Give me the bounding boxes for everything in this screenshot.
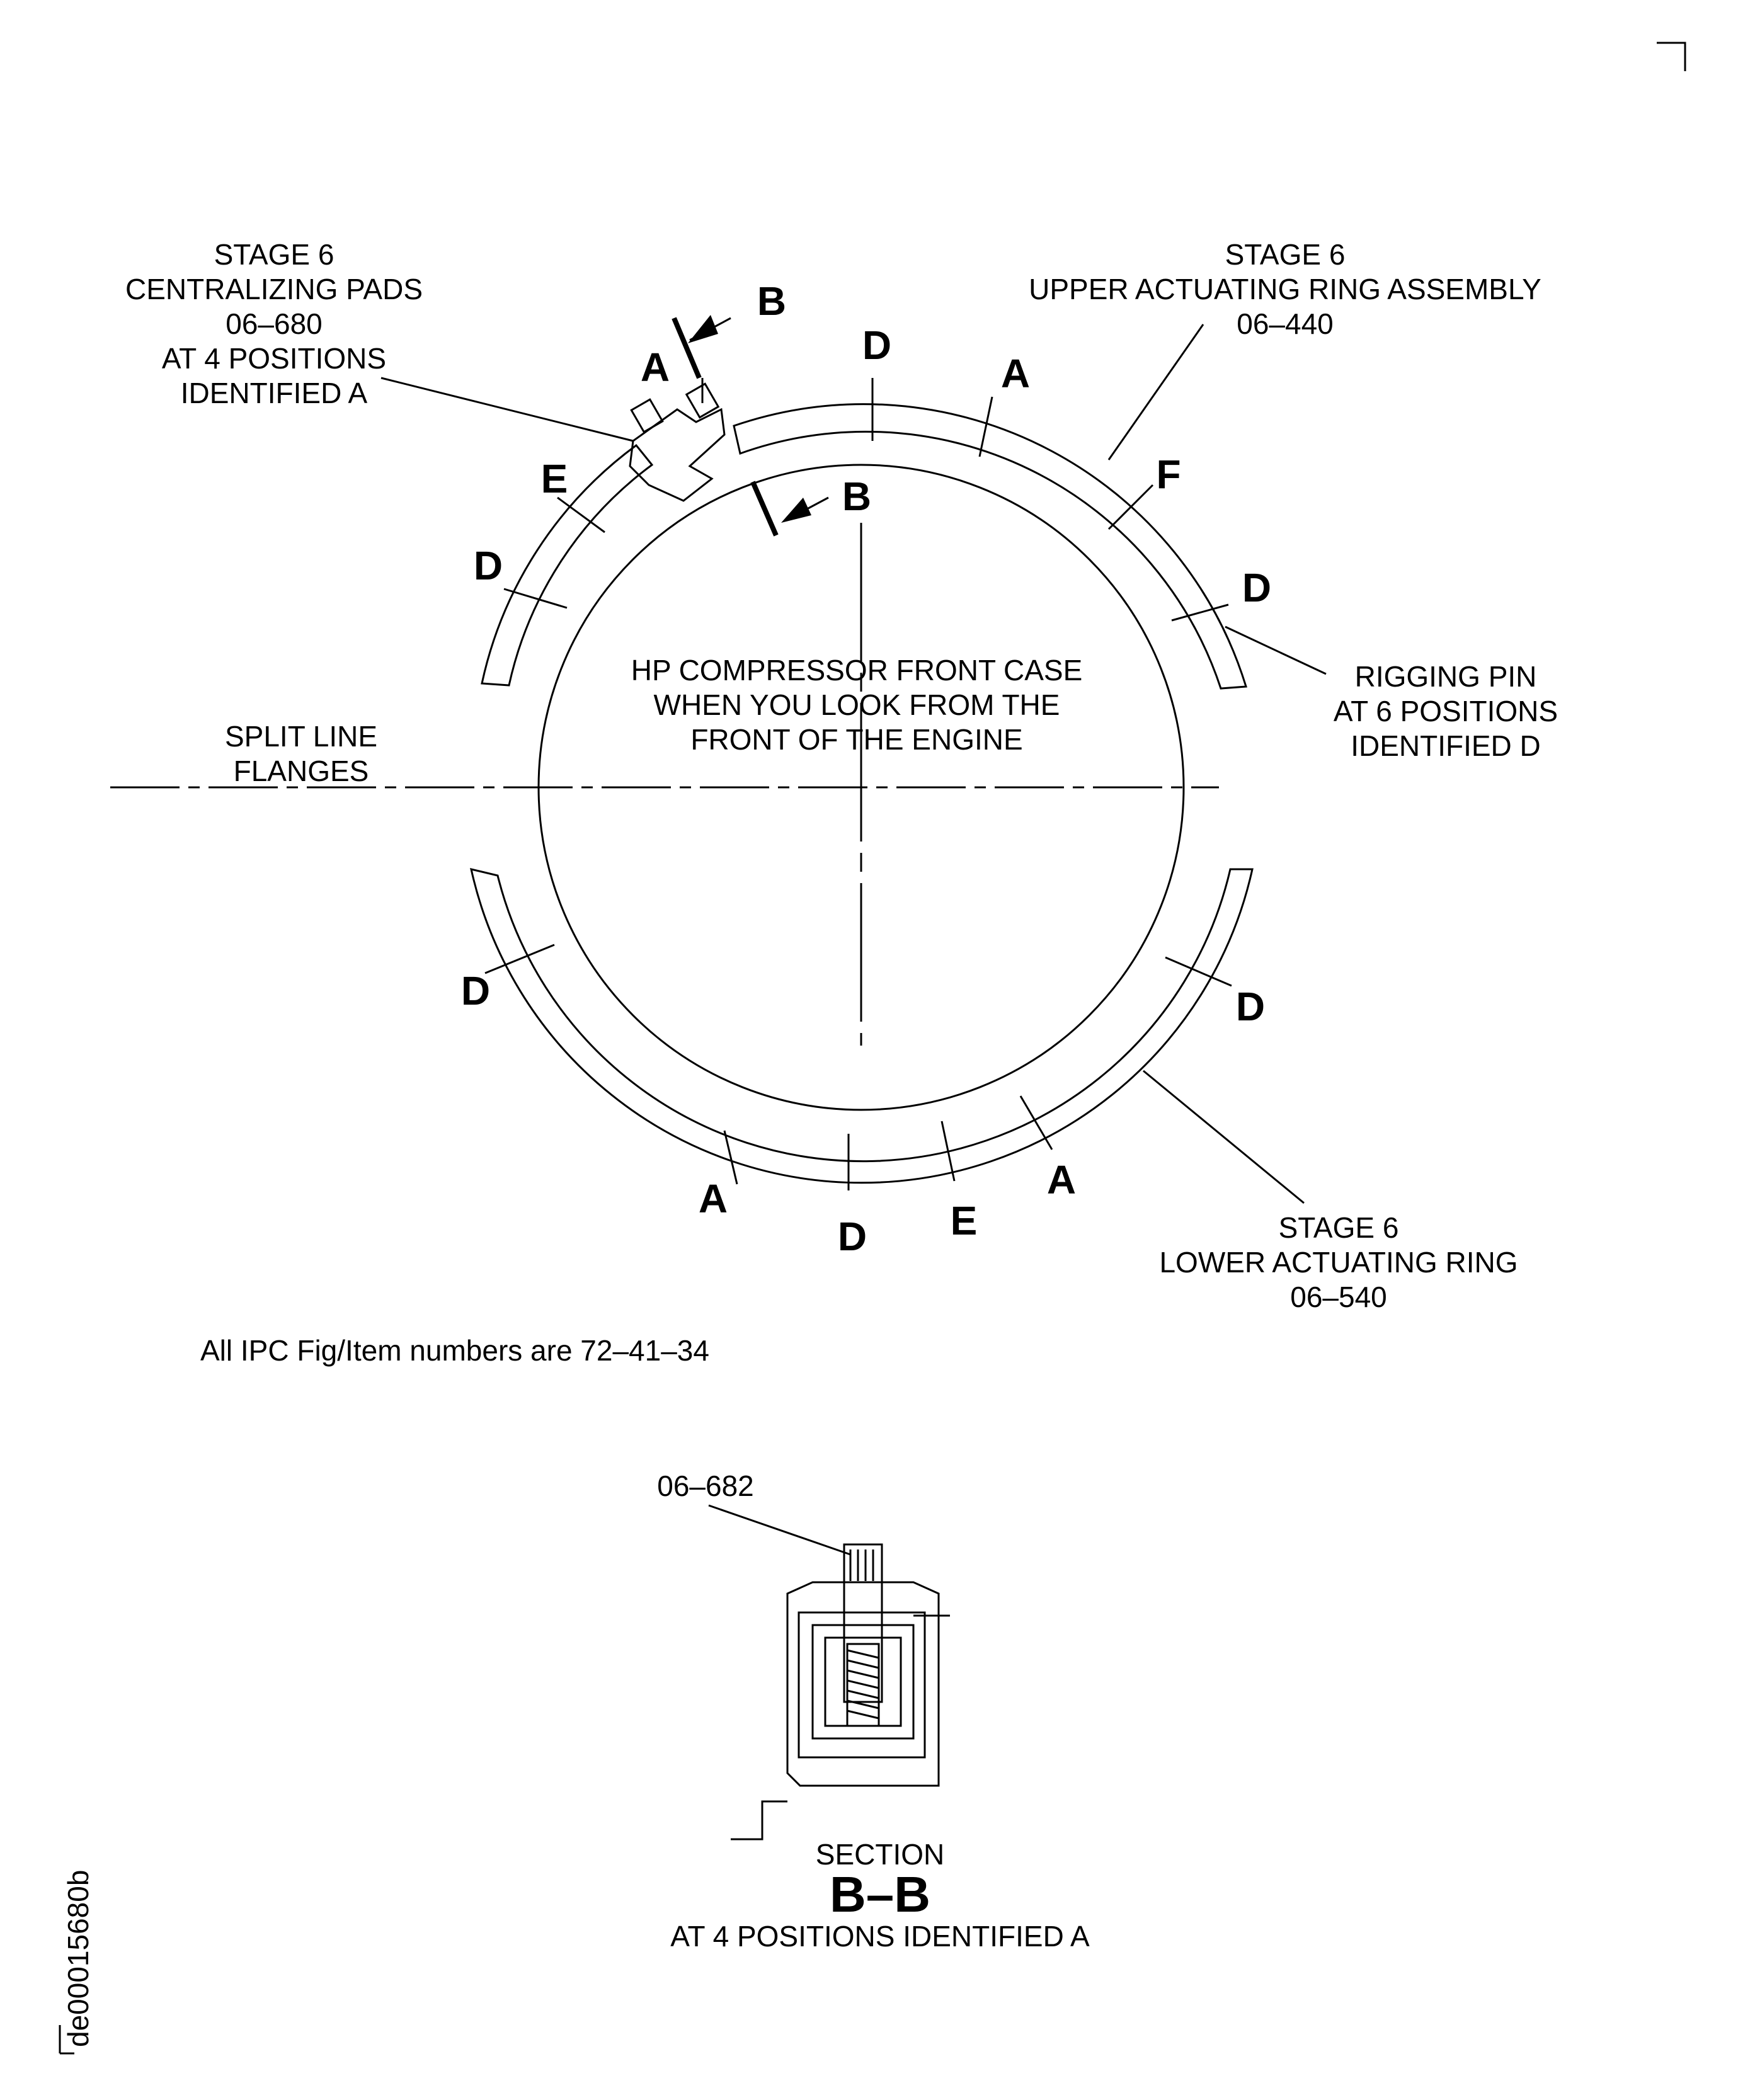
svg-text:AT 6 POSITIONS: AT 6 POSITIONS bbox=[1334, 695, 1558, 728]
svg-text:SPLIT LINE: SPLIT LINE bbox=[225, 720, 377, 753]
centralizing-pad bbox=[629, 378, 726, 502]
svg-text:UPPER ACTUATING RING ASSEMBLY: UPPER ACTUATING RING ASSEMBLY bbox=[1029, 273, 1541, 305]
hp-compressor-case bbox=[537, 464, 1185, 1111]
svg-text:IDENTIFIED D: IDENTIFIED D bbox=[1351, 729, 1541, 762]
svg-text:B–B: B–B bbox=[830, 1866, 930, 1922]
lower-ring-callout: STAGE 6 LOWER ACTUATING RING 06–540 bbox=[1159, 1211, 1518, 1313]
svg-text:D: D bbox=[838, 1214, 867, 1259]
section-cut-line-upper bbox=[672, 317, 702, 379]
lower-actuating-ring bbox=[470, 867, 1254, 1184]
svg-text:D: D bbox=[1242, 565, 1271, 610]
svg-text:SECTION: SECTION bbox=[816, 1838, 944, 1871]
svg-text:06–440: 06–440 bbox=[1237, 307, 1334, 340]
upper-ring-callout: STAGE 6 UPPER ACTUATING RING ASSEMBLY 06… bbox=[1029, 238, 1541, 340]
svg-text:06–540: 06–540 bbox=[1290, 1281, 1387, 1313]
ipc-note: All IPC Fig/Item numbers are 72–41–34 bbox=[200, 1334, 709, 1367]
drawing-id: de00015680b bbox=[59, 1870, 94, 2055]
upper-ring-right-segment bbox=[733, 403, 1247, 690]
leader-lines bbox=[380, 324, 1327, 1204]
svg-text:D: D bbox=[1236, 984, 1265, 1029]
case-caption: HP COMPRESSOR FRONT CASE WHEN YOU LOOK F… bbox=[631, 654, 1083, 756]
svg-text:FLANGES: FLANGES bbox=[234, 755, 369, 787]
svg-text:A: A bbox=[699, 1176, 728, 1221]
svg-text:D: D bbox=[474, 543, 503, 588]
svg-text:STAGE 6: STAGE 6 bbox=[1225, 238, 1346, 271]
svg-text:A: A bbox=[1001, 351, 1030, 396]
svg-text:AT 4 POSITIONS IDENTIFIED A: AT 4 POSITIONS IDENTIFIED A bbox=[670, 1920, 1090, 1953]
svg-text:D: D bbox=[461, 968, 490, 1013]
svg-text:D: D bbox=[862, 322, 891, 368]
ring-position-ticks bbox=[484, 378, 1232, 1190]
svg-text:AT 4 POSITIONS: AT 4 POSITIONS bbox=[162, 342, 386, 375]
svg-text:B: B bbox=[842, 474, 871, 519]
svg-text:A: A bbox=[641, 345, 670, 390]
svg-text:HP COMPRESSOR FRONT CASE: HP COMPRESSOR FRONT CASE bbox=[631, 654, 1083, 687]
svg-text:STAGE 6: STAGE 6 bbox=[1279, 1211, 1399, 1244]
svg-text:F: F bbox=[1156, 452, 1181, 497]
section-arrowhead-lower bbox=[781, 498, 811, 523]
split-line-callout: SPLIT LINE FLANGES bbox=[225, 720, 377, 787]
svg-text:E: E bbox=[541, 456, 568, 501]
position-letters: A B B D A F D E D D D A D E A bbox=[461, 278, 1271, 1259]
svg-text:E: E bbox=[951, 1198, 978, 1243]
svg-text:CENTRALIZING PADS: CENTRALIZING PADS bbox=[125, 273, 423, 305]
section-bb-caption: 06–682 SECTION B–B AT 4 POSITIONS IDENTI… bbox=[657, 1469, 1090, 1953]
corner-mark bbox=[1657, 42, 1686, 71]
rigging-pin-callout: RIGGING PIN AT 6 POSITIONS IDENTIFIED D bbox=[1334, 660, 1558, 762]
svg-text:LOWER ACTUATING RING: LOWER ACTUATING RING bbox=[1159, 1246, 1518, 1279]
svg-text:06–682: 06–682 bbox=[657, 1469, 754, 1502]
section-bb-detail bbox=[708, 1504, 950, 1840]
svg-text:06–680: 06–680 bbox=[226, 307, 323, 340]
section-arrowhead-upper bbox=[688, 315, 718, 343]
section-cut-line-lower bbox=[750, 481, 779, 537]
svg-text:IDENTIFIED A: IDENTIFIED A bbox=[181, 377, 368, 409]
svg-text:RIGGING PIN: RIGGING PIN bbox=[1355, 660, 1537, 693]
svg-text:A: A bbox=[1047, 1157, 1076, 1202]
centralizing-pads-callout: STAGE 6 CENTRALIZING PADS 06–680 AT 4 PO… bbox=[125, 238, 423, 409]
svg-text:WHEN YOU LOOK FROM THE: WHEN YOU LOOK FROM THE bbox=[654, 688, 1060, 721]
svg-text:STAGE 6: STAGE 6 bbox=[214, 238, 334, 271]
svg-text:B: B bbox=[757, 278, 786, 324]
svg-text:FRONT OF THE ENGINE: FRONT OF THE ENGINE bbox=[690, 723, 1022, 756]
svg-text:de00015680b: de00015680b bbox=[62, 1870, 94, 2047]
